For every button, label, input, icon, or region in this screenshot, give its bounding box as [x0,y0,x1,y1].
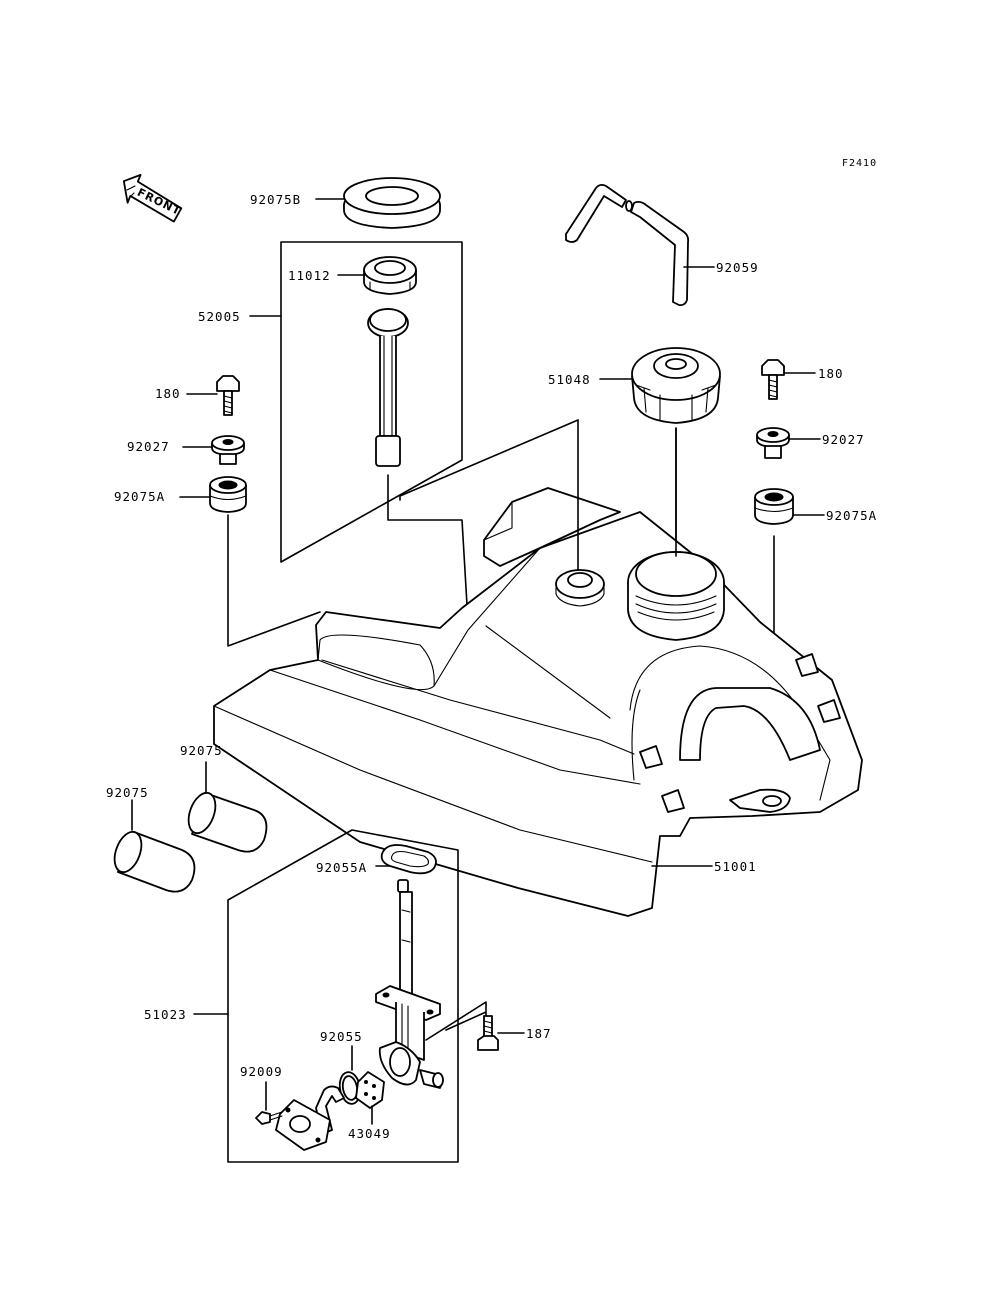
assembly-51023-outline [227,829,459,1163]
label-51001: 51001 [714,859,757,874]
front-arrow-icon: FRONT [122,173,183,223]
assembly-52005-outline [280,241,463,563]
label-180-right: 180 [818,366,844,381]
grommet-92075B [343,177,441,229]
sleeve-92075-bottom [113,830,196,893]
fuel-petcock-body [375,879,444,1089]
cover-plate [275,1099,331,1151]
screw-187 [477,1015,499,1051]
label-92055A: 92055A [316,860,367,875]
label-51023: 51023 [144,1007,187,1022]
sleeve-92075-top [187,791,268,853]
label-43049: 43049 [348,1126,391,1141]
diaphragm-43049 [355,1071,385,1109]
diagram-code: F2410 [842,158,877,169]
fuel-gauge-unit [367,308,409,467]
label-11012: 11012 [288,268,331,283]
fuel-tank-51001 [213,487,863,917]
label-92075-bottom: 92075 [106,785,149,800]
damper-92075A-right [754,488,794,525]
label-92075A-left: 92075A [114,489,165,504]
fuel-cap-51048 [631,347,721,424]
nut-11012 [363,256,417,295]
bolt-180-left [216,375,240,416]
label-92027-left: 92027 [127,439,170,454]
label-187: 187 [526,1026,552,1041]
label-92075-top: 92075 [180,743,223,758]
screw-92009 [255,1111,283,1125]
bolt-180-right [761,359,785,400]
collar-92027-right [756,427,790,459]
label-51048: 51048 [548,372,591,387]
breather-hose-92059 [565,183,690,307]
damper-92075A-left [209,476,247,513]
label-92059: 92059 [716,260,759,275]
label-52005: 52005 [198,309,241,324]
label-92075A-right: 92075A [826,508,877,523]
gasket-92055A [380,844,437,875]
collar-92027-left [211,435,245,465]
label-92027-right: 92027 [822,432,865,447]
label-92075B: 92075B [250,192,301,207]
label-92009: 92009 [240,1064,283,1079]
label-92055: 92055 [320,1029,363,1044]
label-180-left: 180 [155,386,181,401]
o-ring-92055 [338,1071,362,1105]
